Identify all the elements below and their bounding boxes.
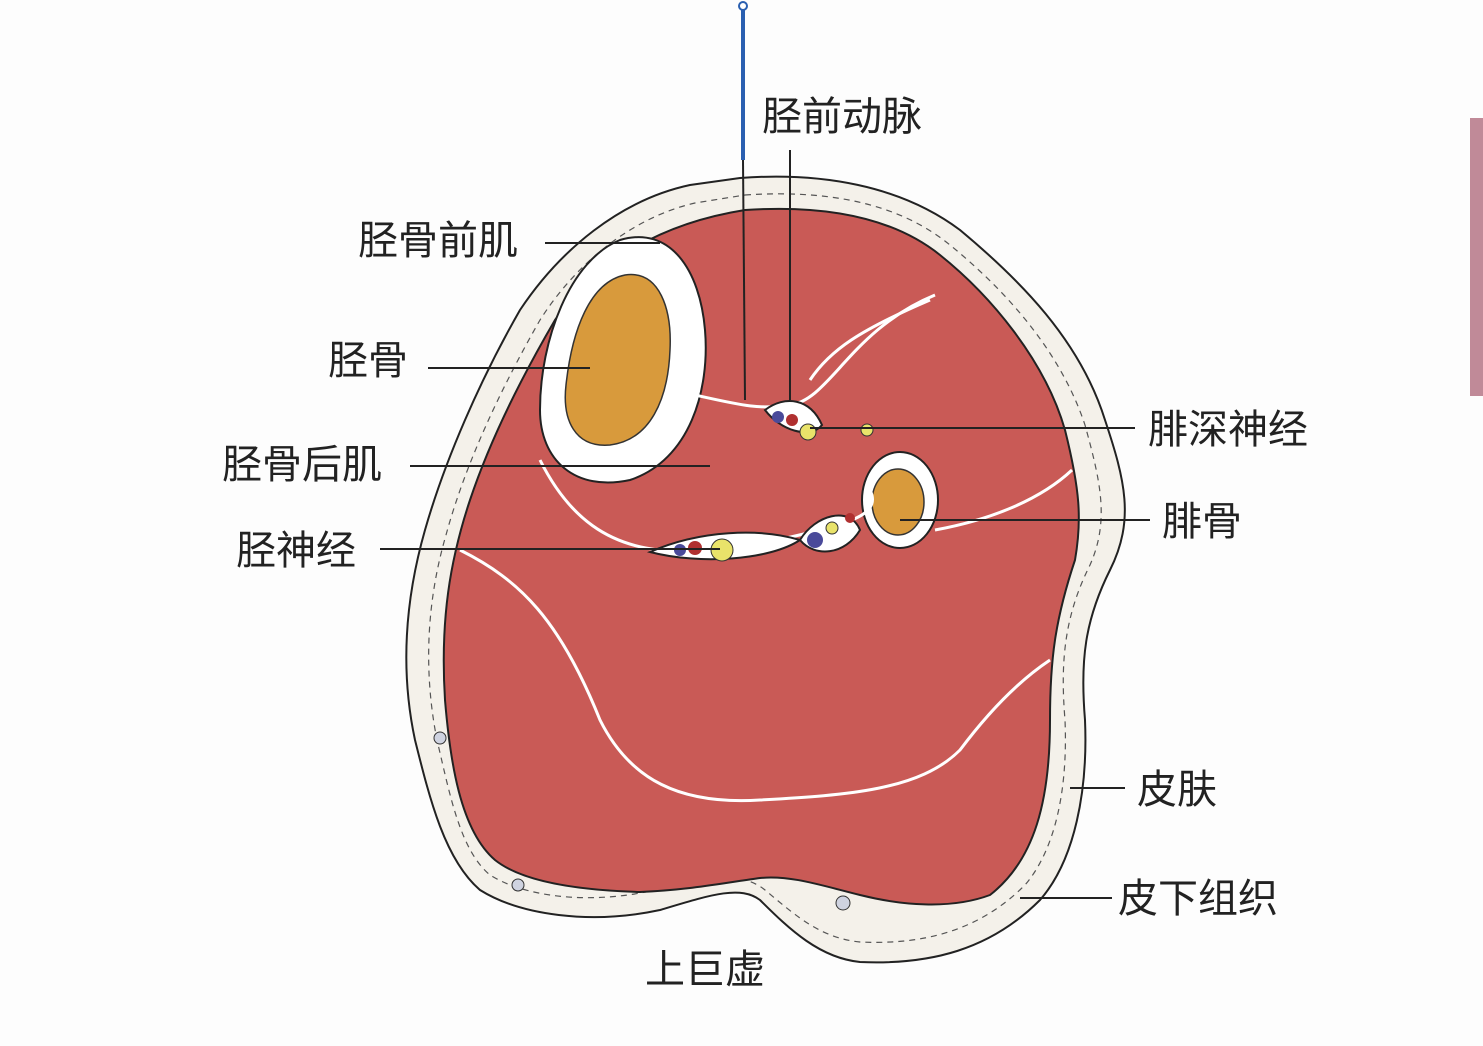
vein-icon — [772, 411, 784, 423]
superficial-vessel-icon — [433, 731, 447, 745]
nerve-icon — [825, 521, 839, 535]
needle-handle-icon — [738, 1, 748, 11]
label-skin: 皮肤 — [1137, 767, 1217, 813]
intermuscular-septum — [934, 468, 1074, 532]
superficial-vessel-icon — [511, 878, 525, 892]
needle-path — [742, 159, 746, 401]
superficial-vessel-icon — [835, 895, 851, 911]
artery-icon — [845, 513, 855, 523]
intermuscular-septum — [808, 298, 931, 381]
label-tibialis-anterior: 胫骨前肌 — [358, 218, 518, 264]
label-tibial-nerve: 胫神经 — [236, 528, 356, 574]
fibula-bone — [871, 468, 925, 536]
artery-icon — [786, 414, 798, 426]
label-anterior-tibial-artery: 胫前动脉 — [762, 94, 922, 140]
label-acupoint: 上巨虚 — [645, 947, 765, 993]
tibia-bone — [564, 273, 671, 446]
nerve-icon — [860, 423, 874, 437]
label-tibia: 胫骨 — [328, 338, 408, 384]
subcutaneous-texture — [428, 193, 1102, 943]
label-fibula: 腓骨 — [1162, 499, 1242, 545]
page-edge-marker — [1470, 118, 1483, 396]
intermuscular-septum — [459, 548, 1051, 803]
deep-peroneal-nerve-icon — [799, 423, 817, 441]
label-deep-peroneal-nerve: 腓深神经 — [1148, 407, 1308, 453]
label-subcutaneous-tissue: 皮下组织 — [1118, 876, 1278, 922]
vein-icon — [807, 532, 823, 548]
intermuscular-septum — [694, 293, 936, 409]
label-tibialis-posterior: 胫骨后肌 — [222, 442, 382, 488]
